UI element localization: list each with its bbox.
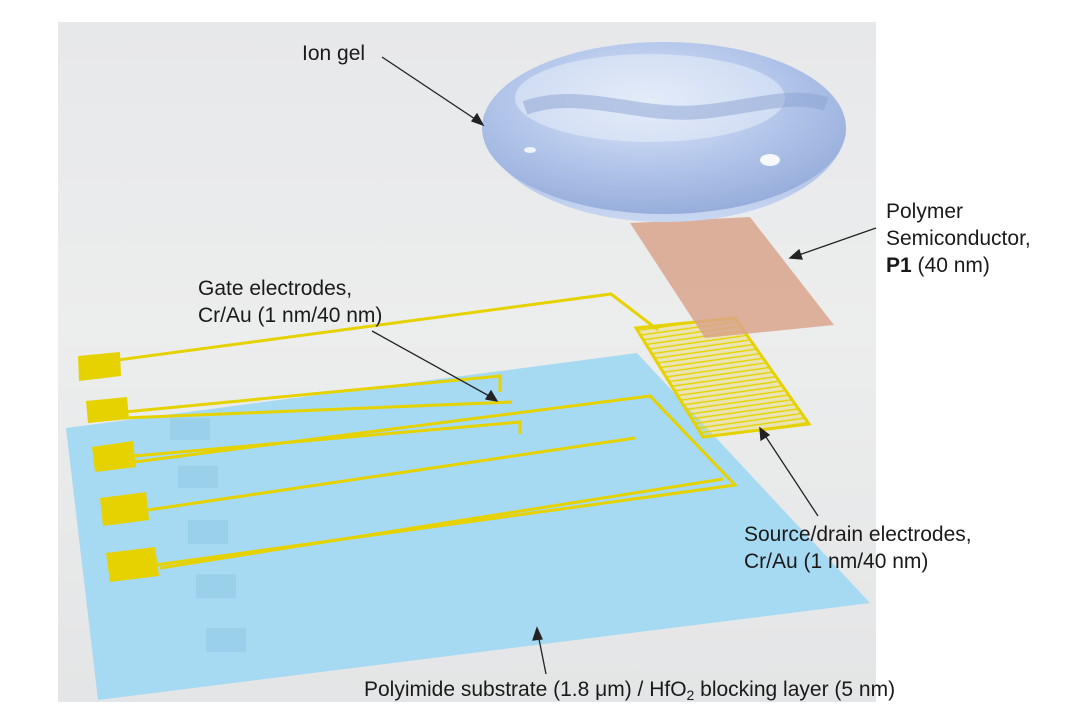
contact-pads <box>78 352 159 582</box>
substrate-text-part1: Polyimide substrate (1.8 μm) / HfO <box>364 678 687 701</box>
source-drain-arrow <box>763 433 819 517</box>
source-drain-label: Source/drain electrodes, Cr/Au (1 nm/40 … <box>744 521 972 575</box>
polymer-p1-text: P1 <box>886 254 912 277</box>
sd-label-line2: Cr/Au (1 nm/40 nm) <box>744 550 929 573</box>
gate-label-line2: Cr/Au (1 nm/40 nm) <box>198 304 383 327</box>
polymer-arrow <box>795 227 877 257</box>
substrate-arrow <box>537 633 547 675</box>
polymer-semiconductor-film <box>630 217 834 338</box>
polymer-label-line3: P1 (40 nm) <box>886 252 1031 279</box>
substrate-label: Polyimide substrate (1.8 μm) / HfO2 bloc… <box>364 676 895 703</box>
ion-gel-text: Ion gel <box>302 42 366 65</box>
polymer-label-line2: Semiconductor, <box>886 227 1031 250</box>
gate-electrodes <box>117 292 739 570</box>
ion-gel-arrow <box>381 56 479 122</box>
polymer-label-line1: Polymer <box>886 200 964 223</box>
polymer-semiconductor-label: Polymer Semiconductor, P1 (40 nm) <box>886 198 1031 279</box>
polyimide-substrate <box>66 353 870 700</box>
substrate-text-part2: blocking layer (5 nm) <box>694 678 896 701</box>
sd-label-line1: Source/drain electrodes, <box>744 523 972 546</box>
polymer-thickness-text: (40 nm) <box>911 254 990 277</box>
substrate-subscript: 2 <box>686 687 695 703</box>
gate-label-line1: Gate electrodes, <box>198 277 353 300</box>
leader-arrows <box>371 56 877 675</box>
substrate-pad-shadows <box>170 418 246 652</box>
gate-electrodes-label: Gate electrodes, Cr/Au (1 nm/40 nm) <box>198 275 382 329</box>
gate-arrow <box>371 330 492 398</box>
ion-gel-dome <box>482 42 846 222</box>
ion-gel-label: Ion gel <box>302 40 365 67</box>
